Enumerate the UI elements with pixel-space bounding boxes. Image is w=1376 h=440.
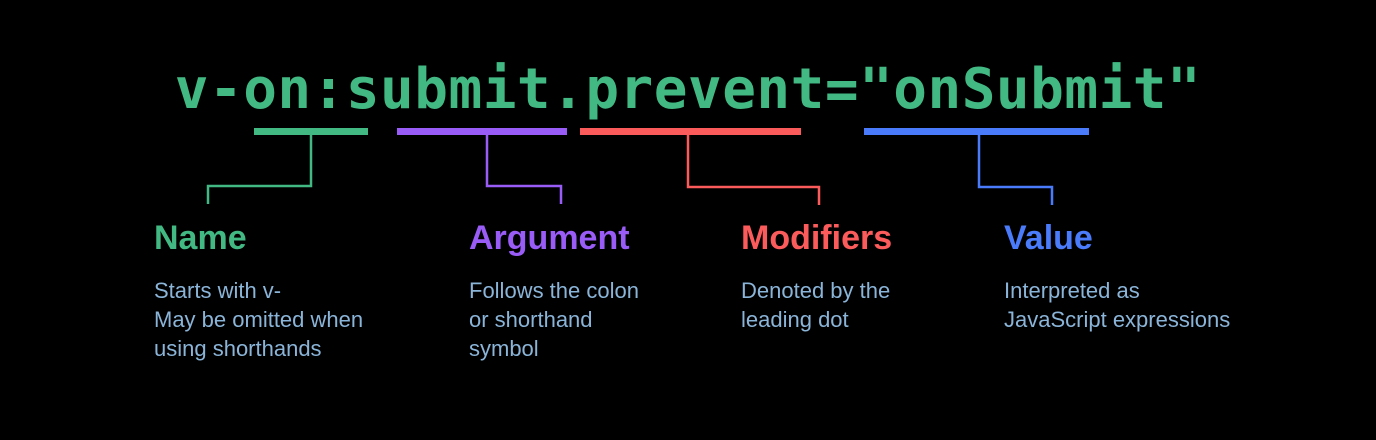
legend-description-name: Starts with v- May be omitted when using…	[154, 278, 364, 361]
legend-description-modifiers: Denoted by the leading dot	[741, 278, 891, 332]
legend-group-value: Value Interpreted as JavaScript expressi…	[1004, 218, 1314, 334]
name-underline	[254, 128, 368, 135]
legend-group-modifiers: Modifiers Denoted by the leading dot	[741, 218, 991, 334]
legend-title-modifiers: Modifiers	[741, 219, 893, 257]
directive-code-expression: v-on:submit.prevent="onSubmit"	[174, 57, 1202, 122]
legend-title-name: Name	[154, 219, 247, 257]
legend-description-value: Interpreted as JavaScript expressions	[1004, 278, 1231, 332]
legend-description-argument: Follows the colon or shorthand symbol	[469, 278, 639, 361]
legend-group-name: Name Starts with v- May be omitted when …	[154, 218, 454, 363]
modifiers-connector	[686, 135, 821, 205]
legend-title-argument: Argument	[469, 219, 630, 257]
modifiers-underline	[580, 128, 801, 135]
argument-underline	[397, 128, 567, 135]
name-connector	[206, 135, 313, 204]
value-underline	[864, 128, 1089, 135]
legend-group-argument: Argument Follows the colon or shorthand …	[469, 218, 719, 363]
argument-connector	[485, 135, 563, 204]
value-connector	[977, 135, 1054, 205]
legend-title-value: Value	[1004, 219, 1093, 257]
